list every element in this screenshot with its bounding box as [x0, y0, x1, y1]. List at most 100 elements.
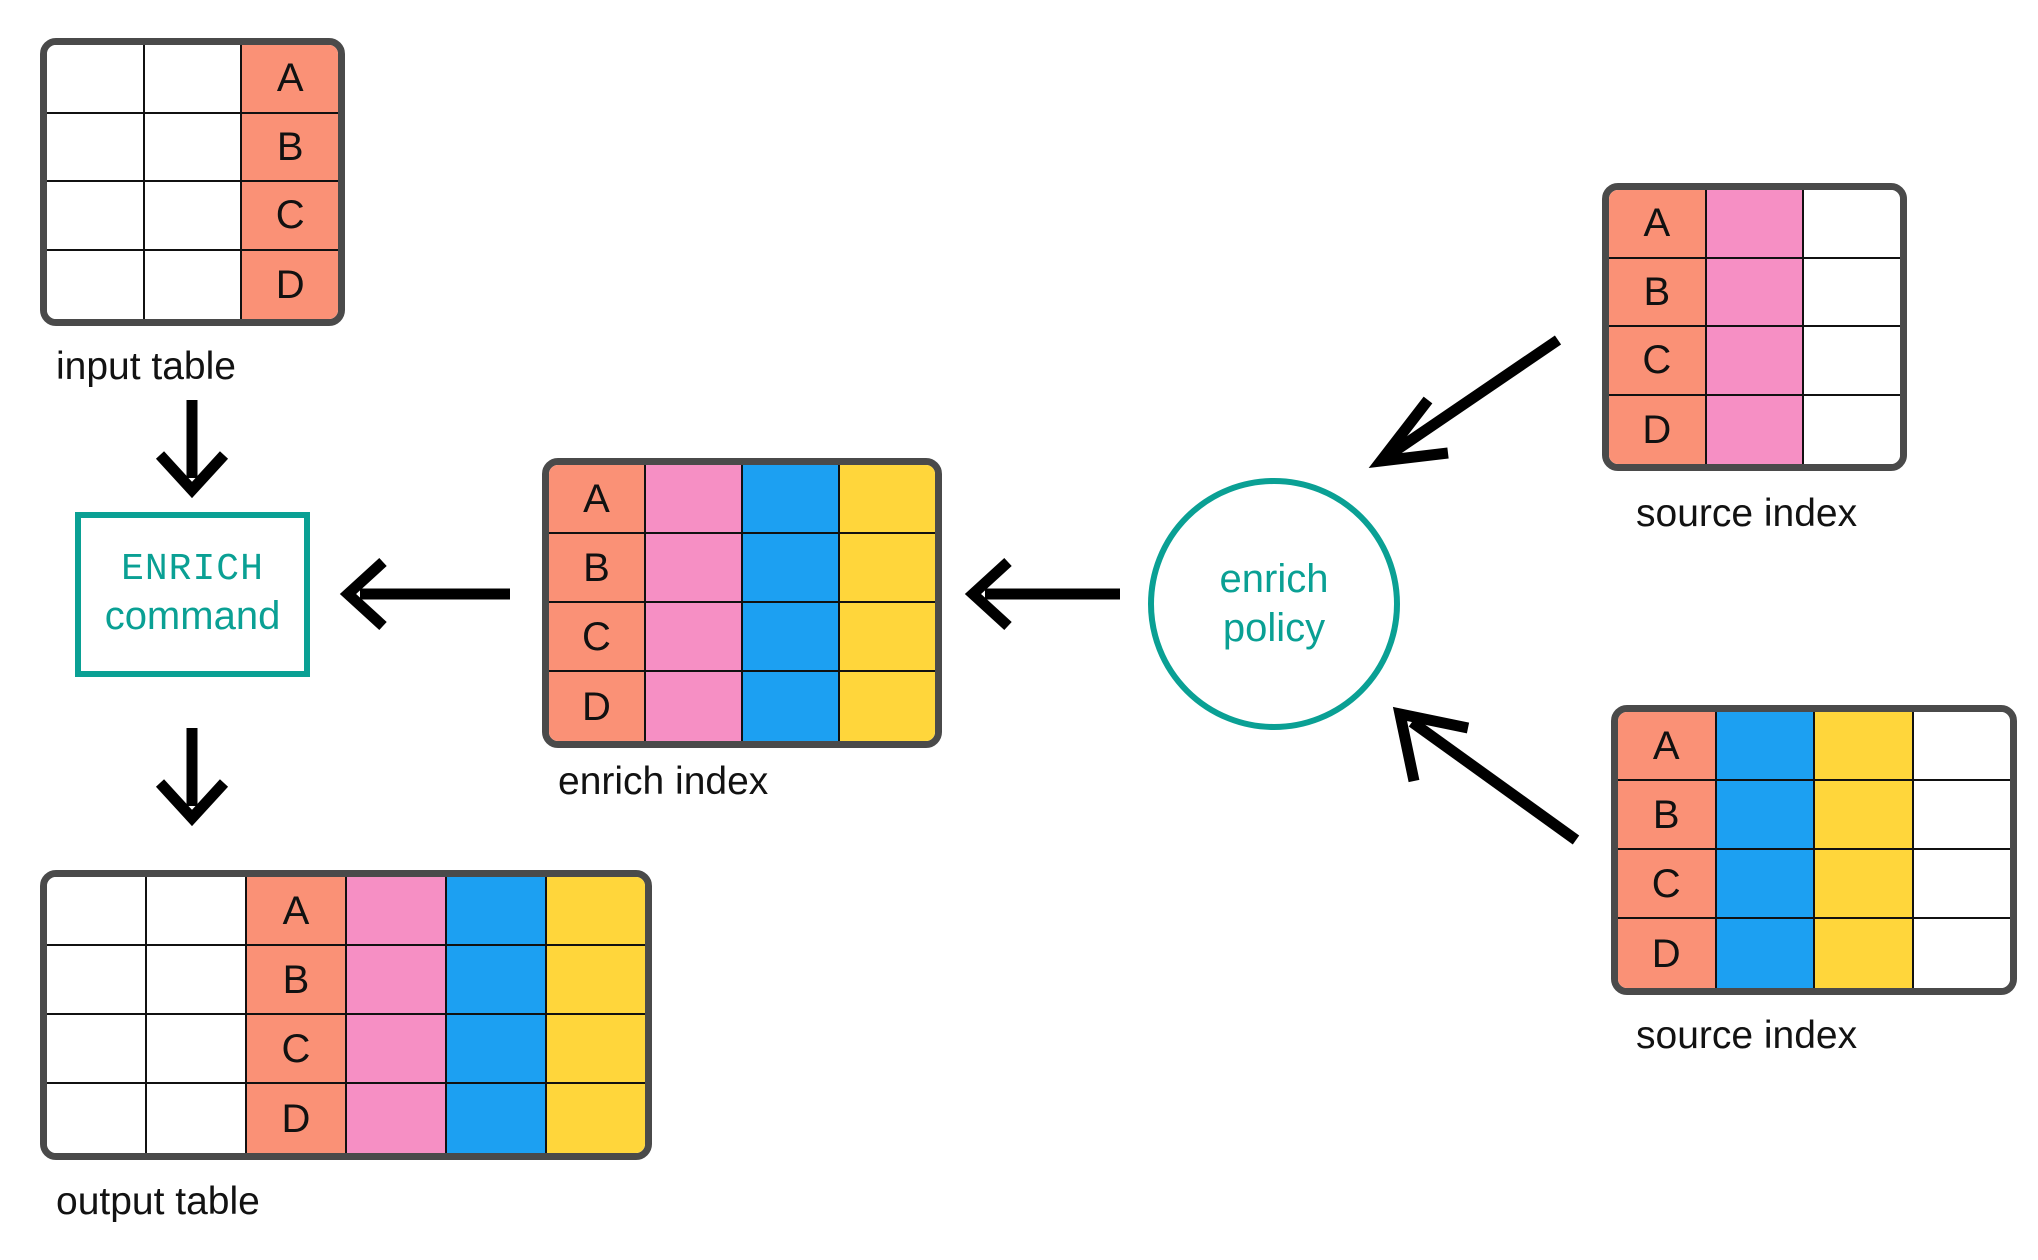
enrich-policy-line2: policy [1222, 606, 1326, 650]
cell-empty [1913, 712, 2010, 781]
source-index-top-caption: source index [1636, 492, 1858, 535]
cell-pink [646, 672, 743, 741]
table-row: B [549, 534, 935, 603]
cell-pink [1706, 327, 1805, 396]
cell-key: C [549, 603, 646, 672]
source-index-bottom-table: A B C D [1611, 705, 2017, 995]
cell-key: C [1618, 850, 1717, 919]
cell-key: A [242, 45, 338, 114]
table-row: D [549, 672, 935, 741]
cell-yellow [1815, 712, 1914, 781]
source-index-top-table: A B C D [1602, 183, 1907, 471]
table-row: A [1618, 712, 2010, 781]
cell-key: B [247, 946, 347, 1015]
cell-key: D [247, 1084, 347, 1153]
enrich-command-label: command [104, 594, 281, 639]
table-row: A [47, 45, 338, 114]
cell-blue [447, 1015, 547, 1084]
enrich-command-box[interactable]: ENRICH command [75, 512, 310, 677]
cell-yellow [1815, 919, 1914, 988]
enrich-index-caption: enrich index [558, 760, 769, 803]
source-index-bottom-caption: source index [1636, 1014, 1858, 1057]
cell-pink [347, 1015, 447, 1084]
table-row: C [1609, 327, 1900, 396]
cell-key: B [242, 113, 338, 182]
cell-key: D [549, 672, 646, 741]
table-row: D [1609, 395, 1900, 464]
cell-blue [447, 946, 547, 1015]
cell-blue [743, 603, 840, 672]
cell-key: C [242, 182, 338, 251]
cell-empty [1913, 919, 2010, 988]
cell-key: A [1609, 190, 1707, 259]
cell-empty [147, 1015, 247, 1084]
cell-empty [144, 250, 243, 319]
table-row: D [47, 1084, 645, 1153]
cell-blue [743, 672, 840, 741]
cell-blue [447, 877, 547, 946]
table-row: C [1618, 850, 2010, 919]
cell-yellow [547, 1084, 645, 1153]
cell-yellow [547, 1015, 645, 1084]
arrow-input-to-command [155, 400, 229, 499]
cell-blue [1716, 781, 1815, 850]
cell-key: C [247, 1015, 347, 1084]
cell-pink [646, 603, 743, 672]
cell-yellow [840, 603, 935, 672]
cell-empty [1913, 850, 2010, 919]
table-row: B [1618, 781, 2010, 850]
cell-empty [47, 946, 147, 1015]
cell-pink [347, 1084, 447, 1153]
cell-empty [1804, 327, 1900, 396]
cell-empty [47, 113, 145, 182]
cell-pink [646, 534, 743, 603]
cell-key: D [242, 250, 338, 319]
table-row: A [47, 877, 645, 946]
output-table-caption: output table [56, 1180, 260, 1223]
cell-empty [1913, 781, 2010, 850]
cell-empty [1804, 190, 1900, 259]
cell-yellow [1815, 850, 1914, 919]
cell-blue [447, 1084, 547, 1153]
cell-empty [1804, 258, 1900, 327]
cell-pink [1706, 258, 1805, 327]
table-row: C [549, 603, 935, 672]
input-table-caption: input table [56, 345, 236, 388]
cell-empty [47, 877, 147, 946]
arrow-policy-to-enrich-index [964, 557, 1120, 631]
table-row: B [1609, 258, 1900, 327]
cell-empty [47, 1015, 147, 1084]
cell-empty [144, 182, 243, 251]
cell-yellow [840, 465, 935, 534]
cell-yellow [547, 877, 645, 946]
cell-blue [743, 534, 840, 603]
cell-key: A [1618, 712, 1717, 781]
cell-key: C [1609, 327, 1707, 396]
cell-yellow [1815, 781, 1914, 850]
cell-empty [144, 45, 243, 114]
cell-blue [1716, 850, 1815, 919]
cell-key: D [1609, 395, 1707, 464]
cell-pink [646, 465, 743, 534]
table-row: D [47, 250, 338, 319]
cell-yellow [840, 672, 935, 741]
cell-key: D [1618, 919, 1717, 988]
cell-blue [743, 465, 840, 534]
cell-pink [1706, 190, 1805, 259]
output-table: A B C D [40, 870, 652, 1160]
cell-yellow [840, 534, 935, 603]
cell-yellow [547, 946, 645, 1015]
cell-empty [47, 182, 145, 251]
cell-pink [1706, 395, 1805, 464]
cell-pink [347, 946, 447, 1015]
cell-key: A [549, 465, 646, 534]
arrow-command-to-output [155, 728, 229, 827]
cell-blue [1716, 919, 1815, 988]
cell-blue [1716, 712, 1815, 781]
enrich-policy-circle[interactable]: enrich policy [1148, 478, 1400, 730]
cell-empty [47, 45, 145, 114]
table-row: D [1618, 919, 2010, 988]
arrow-source-index-bottom-to-policy [1392, 706, 1580, 845]
cell-empty [47, 1084, 147, 1153]
cell-empty [147, 1084, 247, 1153]
